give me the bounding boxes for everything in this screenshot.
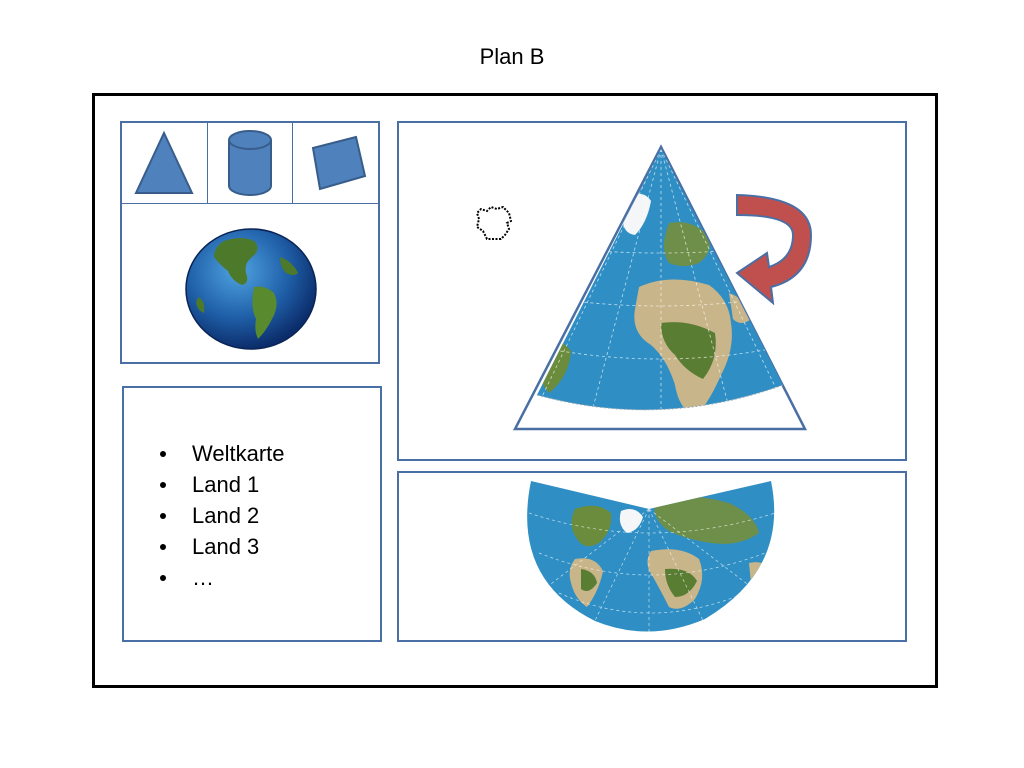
list-item[interactable]: Weltkarte bbox=[154, 438, 285, 469]
unrolled-cone-map[interactable] bbox=[509, 473, 799, 640]
slide-title: Plan B bbox=[479, 44, 545, 69]
cone-projection-canvas bbox=[475, 144, 813, 431]
list-item[interactable]: Land 3 bbox=[154, 531, 285, 562]
shape-row bbox=[122, 123, 378, 204]
earth-globe-icon bbox=[185, 228, 317, 350]
list-item[interactable]: Land 1 bbox=[154, 469, 285, 500]
shape-option-cylinder[interactable] bbox=[208, 123, 294, 203]
shape-option-square[interactable] bbox=[293, 123, 378, 203]
cylinder-icon bbox=[228, 130, 272, 196]
unrolled-map-canvas bbox=[509, 473, 799, 640]
shape-selector-panel bbox=[120, 121, 380, 364]
wireframe-frame bbox=[92, 93, 938, 688]
globe-option[interactable] bbox=[184, 227, 318, 351]
grab-hand-cursor-icon bbox=[475, 205, 513, 240]
cone-projection-panel bbox=[397, 121, 907, 461]
region-list: Weltkarte Land 1 Land 2 Land 3 … bbox=[154, 438, 285, 593]
rotate-arrow-icon bbox=[735, 193, 813, 306]
unrolled-map-panel bbox=[397, 471, 907, 642]
region-list-panel: Weltkarte Land 1 Land 2 Land 3 … bbox=[122, 386, 382, 642]
list-item[interactable]: Land 2 bbox=[154, 500, 285, 531]
rotated-square-icon bbox=[311, 135, 366, 191]
shape-option-triangle[interactable] bbox=[122, 123, 208, 203]
list-item[interactable]: … bbox=[154, 562, 285, 593]
triangle-icon bbox=[134, 130, 194, 194]
